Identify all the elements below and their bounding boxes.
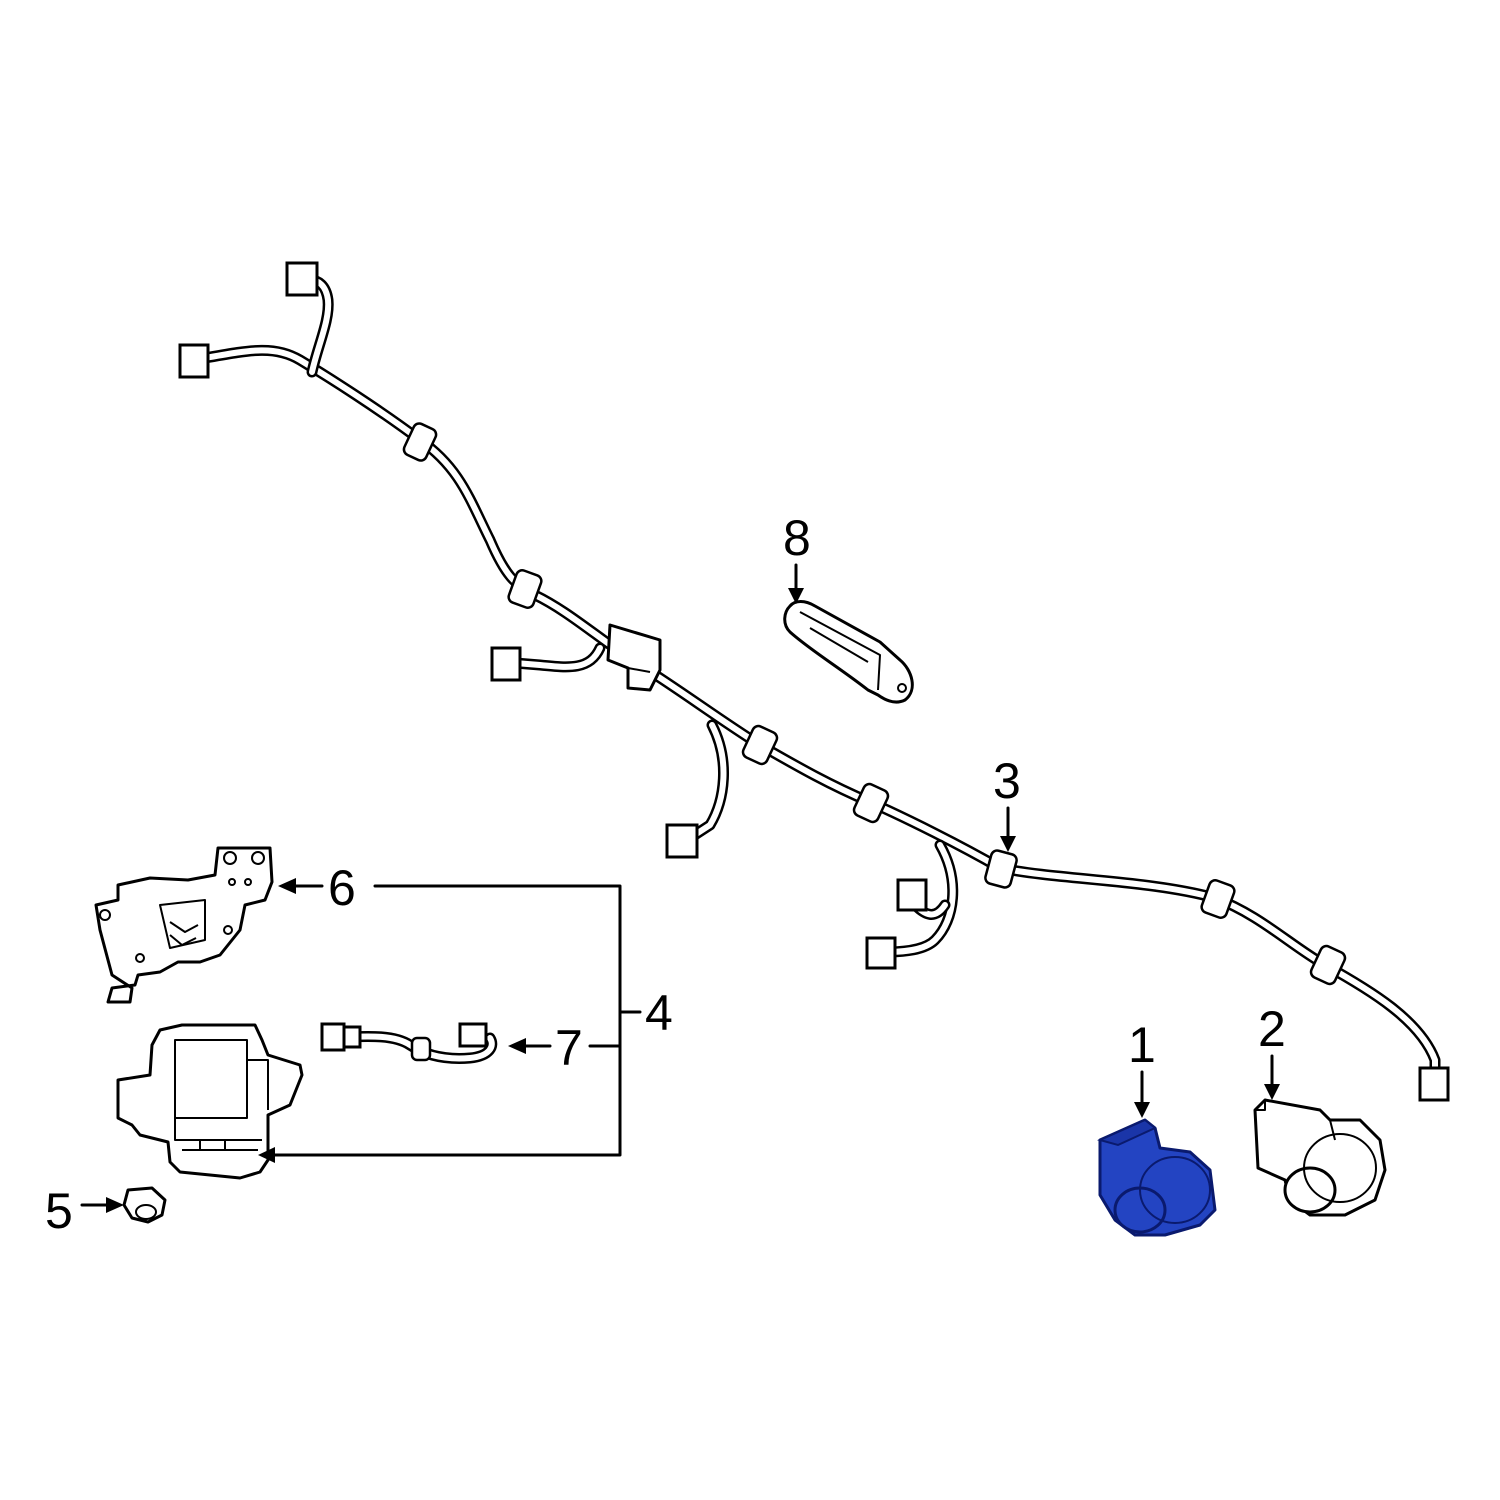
callout-leaders bbox=[80, 563, 1280, 1213]
part-6-bracket[interactable] bbox=[94, 846, 274, 1004]
sensor-1-ring bbox=[1139, 1156, 1211, 1224]
callout-7: 7 bbox=[555, 1020, 583, 1076]
harness-clips bbox=[402, 422, 1347, 986]
connector-right-upper bbox=[896, 878, 928, 912]
connector-left bbox=[178, 343, 210, 379]
part-7-pigtail[interactable] bbox=[320, 1022, 498, 1064]
wiring-harness[interactable] bbox=[178, 261, 1450, 1102]
callout-1: 1 bbox=[1128, 1017, 1156, 1073]
callout-3: 3 bbox=[993, 753, 1021, 809]
callout-8: 8 bbox=[783, 510, 811, 566]
harness-wires bbox=[199, 274, 1441, 1081]
callout-5: 5 bbox=[45, 1183, 73, 1239]
connector-lower bbox=[665, 823, 699, 859]
part-2-parking-sensor[interactable] bbox=[1253, 1098, 1387, 1217]
callout-2: 2 bbox=[1258, 1001, 1286, 1057]
part-1-parking-sensor-highlighted[interactable] bbox=[1097, 1118, 1217, 1237]
callout-6: 6 bbox=[328, 860, 356, 916]
harness-connectors bbox=[178, 261, 1450, 1102]
connector-end bbox=[1418, 1066, 1450, 1102]
part-8-bracket[interactable] bbox=[783, 600, 914, 704]
connector-top bbox=[285, 261, 319, 297]
connector-mid-left bbox=[490, 646, 522, 682]
part-4-module[interactable] bbox=[116, 1023, 304, 1180]
part-5-nut[interactable] bbox=[122, 1186, 167, 1224]
connector-right-lower bbox=[865, 936, 897, 970]
callout-4: 4 bbox=[645, 985, 673, 1041]
